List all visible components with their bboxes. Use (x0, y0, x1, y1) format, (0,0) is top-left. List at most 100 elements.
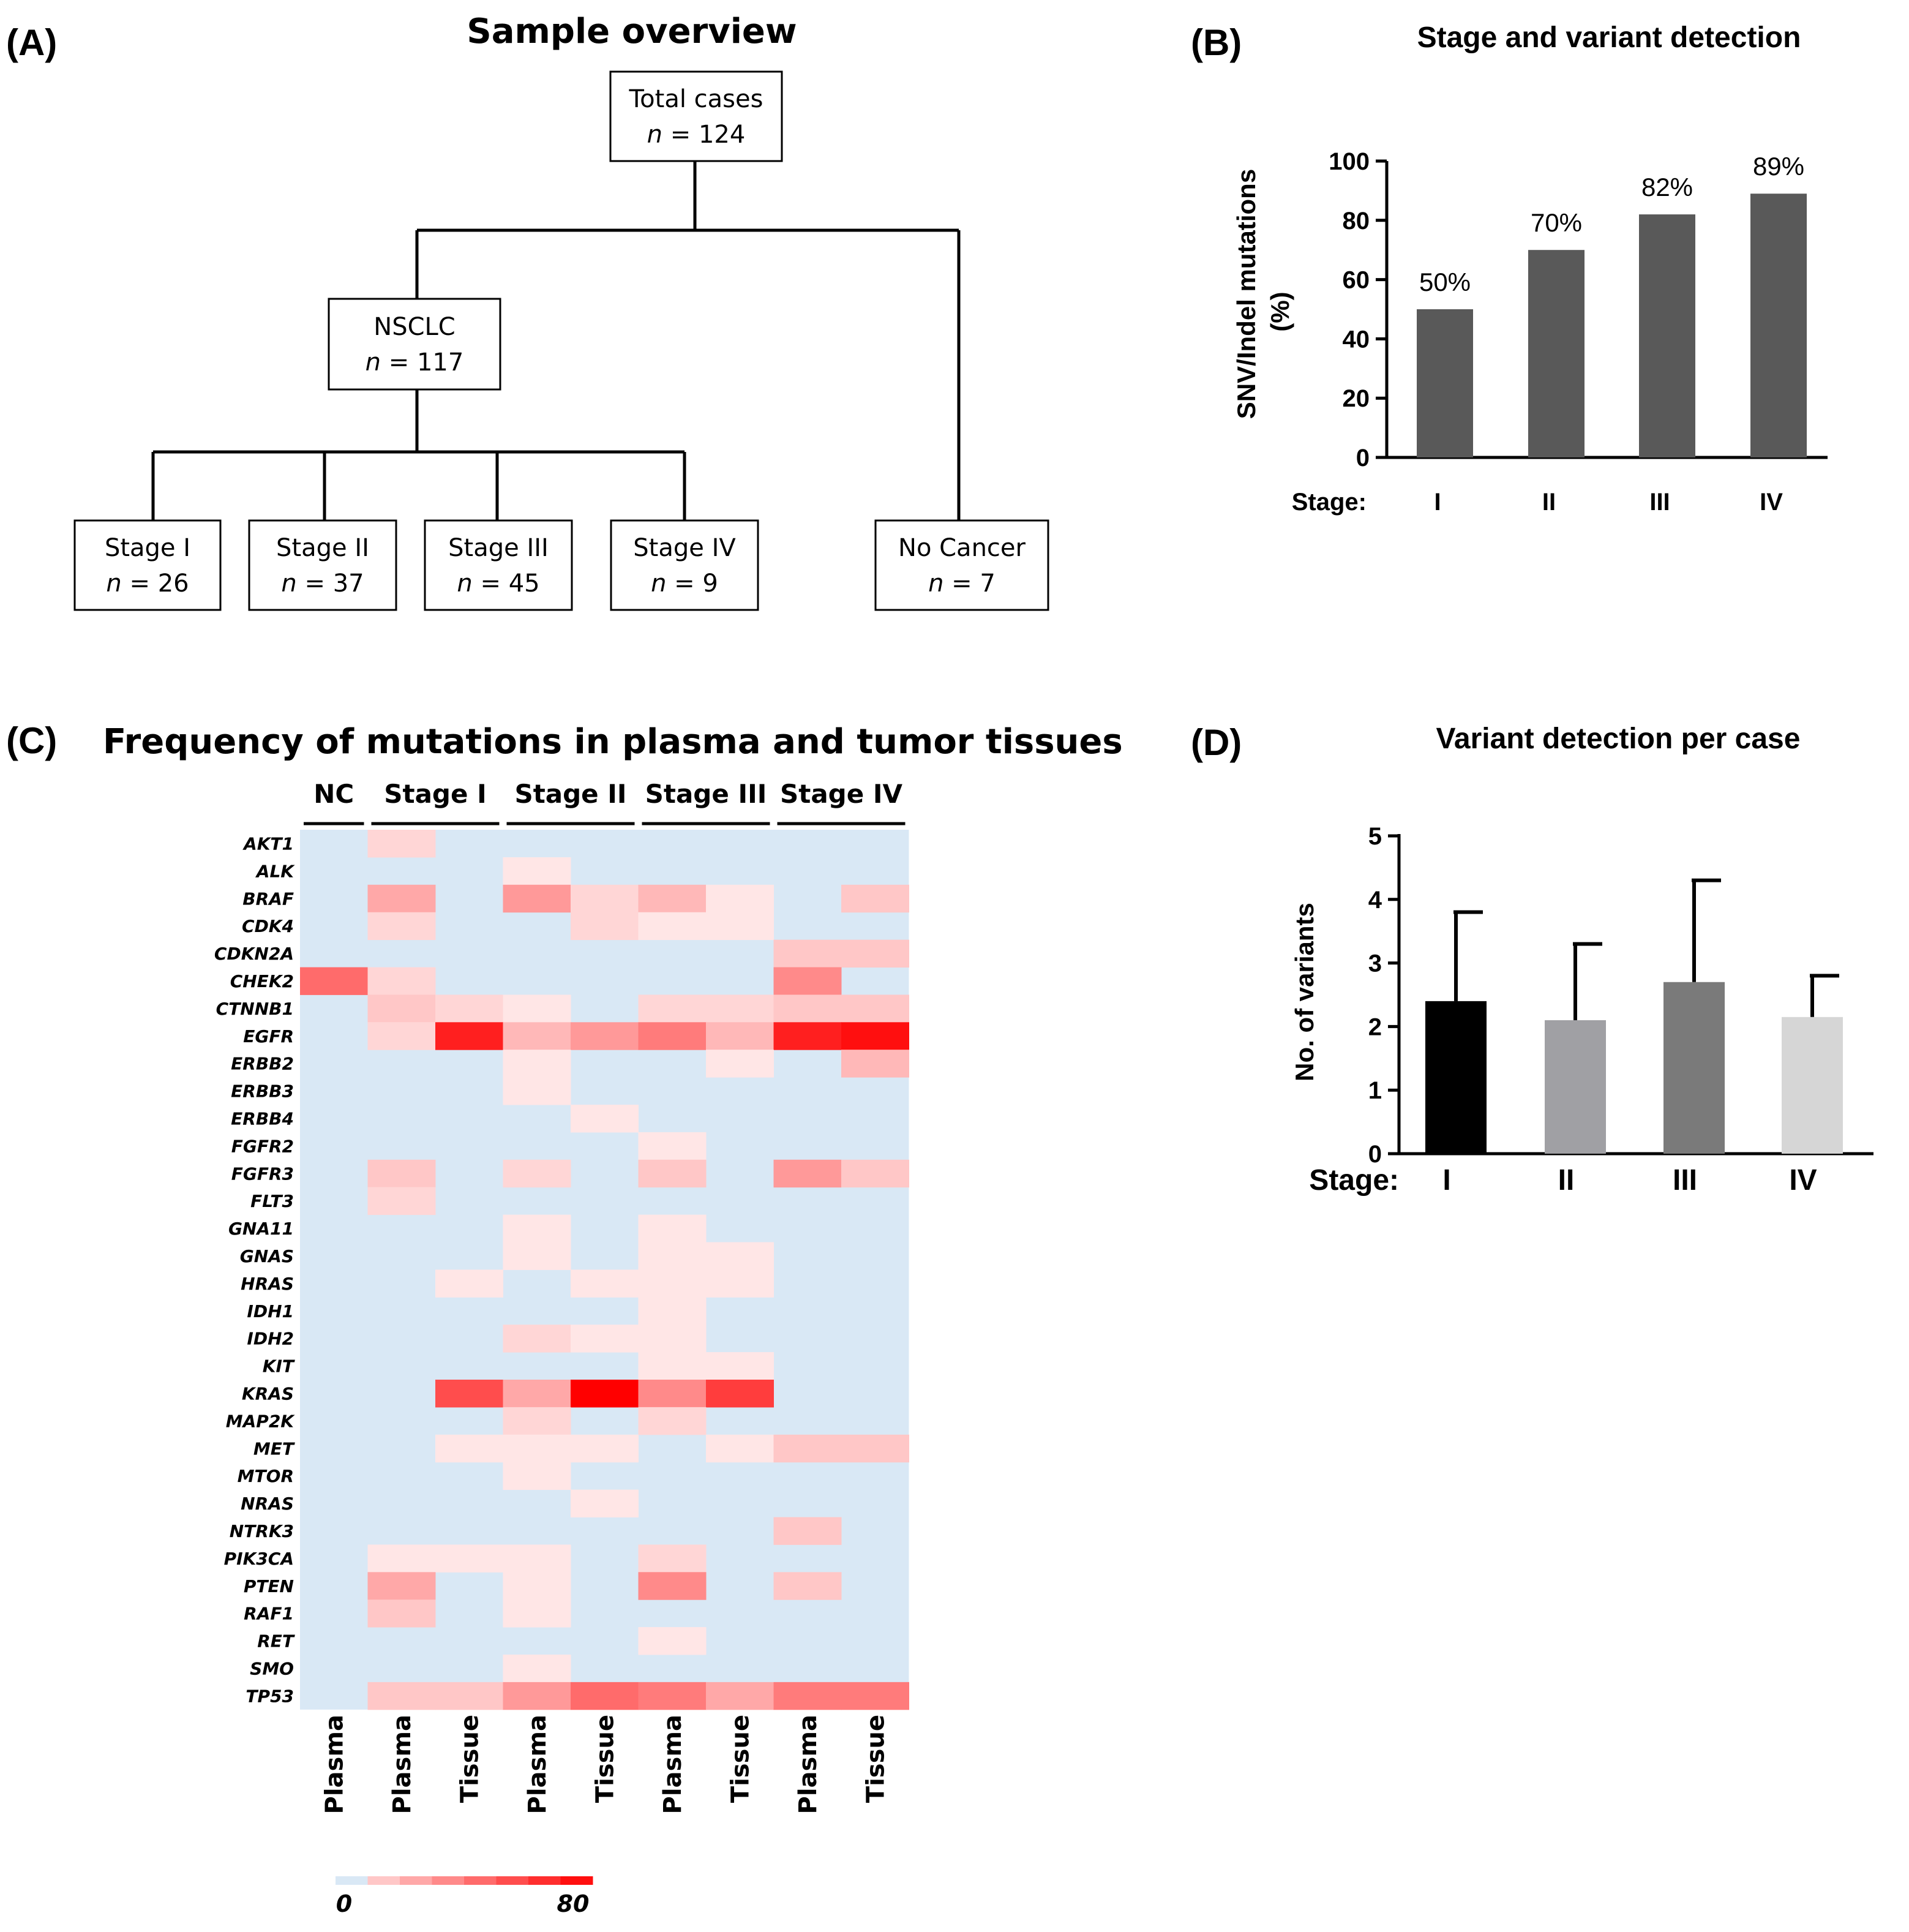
panel-d: (D) Variant detection per case No. of va… (1191, 722, 1873, 1197)
heatmap-cell (638, 1242, 707, 1270)
heatmap-cell (367, 1599, 436, 1628)
heatmap-cell (435, 1269, 503, 1298)
panel-b-bar-value-label: 70% (1531, 208, 1582, 237)
heatmap-cell (571, 912, 639, 941)
heatmap-cell (503, 1022, 571, 1050)
heatmap-cell (841, 884, 909, 913)
stage-iv-count: n = 9 (651, 569, 718, 598)
heatmap-cell (503, 1242, 571, 1270)
gene-label: MAP2K (226, 1411, 296, 1431)
heatmap-cell (367, 994, 436, 1023)
panel-d-bar (1425, 1001, 1487, 1154)
column-label: Tissue (861, 1715, 890, 1803)
panel-b-x-tick-label: II (1542, 489, 1556, 516)
heatmap-cell (435, 1434, 503, 1463)
heatmap-cell (706, 884, 774, 913)
nsclc-count: n = 117 (366, 348, 464, 377)
heatmap-cell (773, 1434, 842, 1463)
column-label: Plasma (320, 1715, 348, 1814)
heatmap-cell (503, 1655, 571, 1683)
panel-b-y-tick-label: 20 (1343, 385, 1370, 412)
legend-swatch (432, 1876, 465, 1885)
panel-d-xlabel: Stage: (1309, 1164, 1399, 1197)
legend-swatch (400, 1876, 432, 1885)
gene-label: EGFR (243, 1026, 294, 1047)
heatmap-cell (503, 1544, 571, 1573)
heatmap-cell (638, 1159, 707, 1188)
heatmap-cell (638, 1132, 707, 1160)
heatmap-cell (503, 1599, 571, 1628)
heatmap-cell (367, 1572, 436, 1600)
heatmap-cell (571, 1022, 639, 1050)
heatmap-cell (367, 1544, 436, 1573)
stage-ii-node: Stage II n = 37 (248, 519, 397, 611)
gene-label: ERBB3 (231, 1081, 294, 1102)
panel-b-ylabel-line2: (%) (1266, 291, 1294, 331)
heatmap-cell (706, 1380, 774, 1408)
group-header: Stage III (645, 779, 767, 809)
panel-d-y-tick-label: 1 (1368, 1077, 1382, 1104)
panel-b-x-tick-label: IV (1760, 489, 1783, 516)
legend-swatch (560, 1876, 593, 1885)
heatmap-cell (571, 1380, 639, 1408)
gene-label: GNA11 (228, 1219, 294, 1239)
stage-iii-count: n = 45 (457, 569, 539, 598)
legend-swatch (336, 1876, 368, 1885)
panel-b-y-tick-label: 40 (1343, 326, 1370, 353)
heatmap-cell (503, 1159, 571, 1188)
heatmap-cell (638, 1544, 707, 1573)
gene-label: IDH1 (247, 1301, 294, 1321)
heatmap-cell (638, 994, 707, 1023)
heatmap-cell (841, 1434, 909, 1463)
column-label: Plasma (388, 1715, 416, 1814)
heatmap-cell (503, 884, 571, 913)
gene-label: PIK3CA (224, 1549, 294, 1569)
heatmap-cell (367, 967, 436, 995)
panel-d-bar (1545, 1020, 1606, 1154)
group-header: NC (313, 779, 354, 809)
panel-d-x-tick-label: III (1673, 1164, 1697, 1197)
no-cancer-label: No Cancer (898, 534, 1026, 562)
legend-max-label: 80 (557, 1890, 590, 1917)
heatmap-cell (503, 1050, 571, 1078)
heatmap-cell (571, 1269, 639, 1298)
heatmap-cell (773, 994, 842, 1023)
heatmap-cell (435, 994, 503, 1023)
legend-swatch (496, 1876, 529, 1885)
heatmap-cell (435, 1380, 503, 1408)
panel-a-label: (A) (6, 22, 57, 63)
heatmap-row-labels: AKT1ALKBRAFCDK4CDKN2ACHEK2CTNNB1EGFRERBB… (214, 833, 295, 1706)
panel-b-bar (1750, 194, 1807, 457)
panel-b-bar-value-label: 50% (1419, 268, 1471, 296)
heatmap-cell (435, 1682, 503, 1710)
stage-ii-count: n = 37 (281, 569, 364, 598)
nsclc-label: NSCLC (373, 313, 455, 341)
gene-label: AKT1 (242, 833, 294, 854)
heatmap-cell (773, 1572, 842, 1600)
heatmap-cell (638, 1572, 707, 1600)
panel-b-bar-value-label: 89% (1753, 152, 1804, 181)
tree-connectors (151, 160, 961, 523)
panel-b: (B) Stage and variant detection SNV/Inde… (1191, 21, 1828, 516)
stage-iii-node: Stage III n = 45 (424, 519, 573, 611)
total-cases-node: Total cases n = 124 (609, 70, 783, 162)
gene-label: ERBB2 (231, 1054, 294, 1074)
gene-label: CDK4 (242, 916, 294, 936)
heatmap-cell (503, 1077, 571, 1105)
panel-d-ylabel: No. of variants (1290, 903, 1319, 1081)
heatmap-cell (638, 1325, 707, 1353)
panel-b-bar-value-label: 82% (1641, 173, 1693, 201)
heatmap-cell (367, 1022, 436, 1050)
heatmap-cell (571, 884, 639, 913)
stage-i-label: Stage I (105, 534, 190, 562)
gene-label: CHEK2 (230, 971, 294, 991)
heatmap-cell (638, 912, 707, 941)
heatmap-cell (571, 1682, 639, 1710)
panel-b-y-tick-label: 0 (1356, 445, 1370, 472)
gene-label: RET (257, 1631, 295, 1652)
group-header: Stage IV (780, 779, 902, 809)
heatmap-cell (435, 1544, 503, 1573)
heatmap-cell (435, 1022, 503, 1050)
panel-c: (C) Frequency of mutations in plasma and… (6, 720, 1123, 1917)
